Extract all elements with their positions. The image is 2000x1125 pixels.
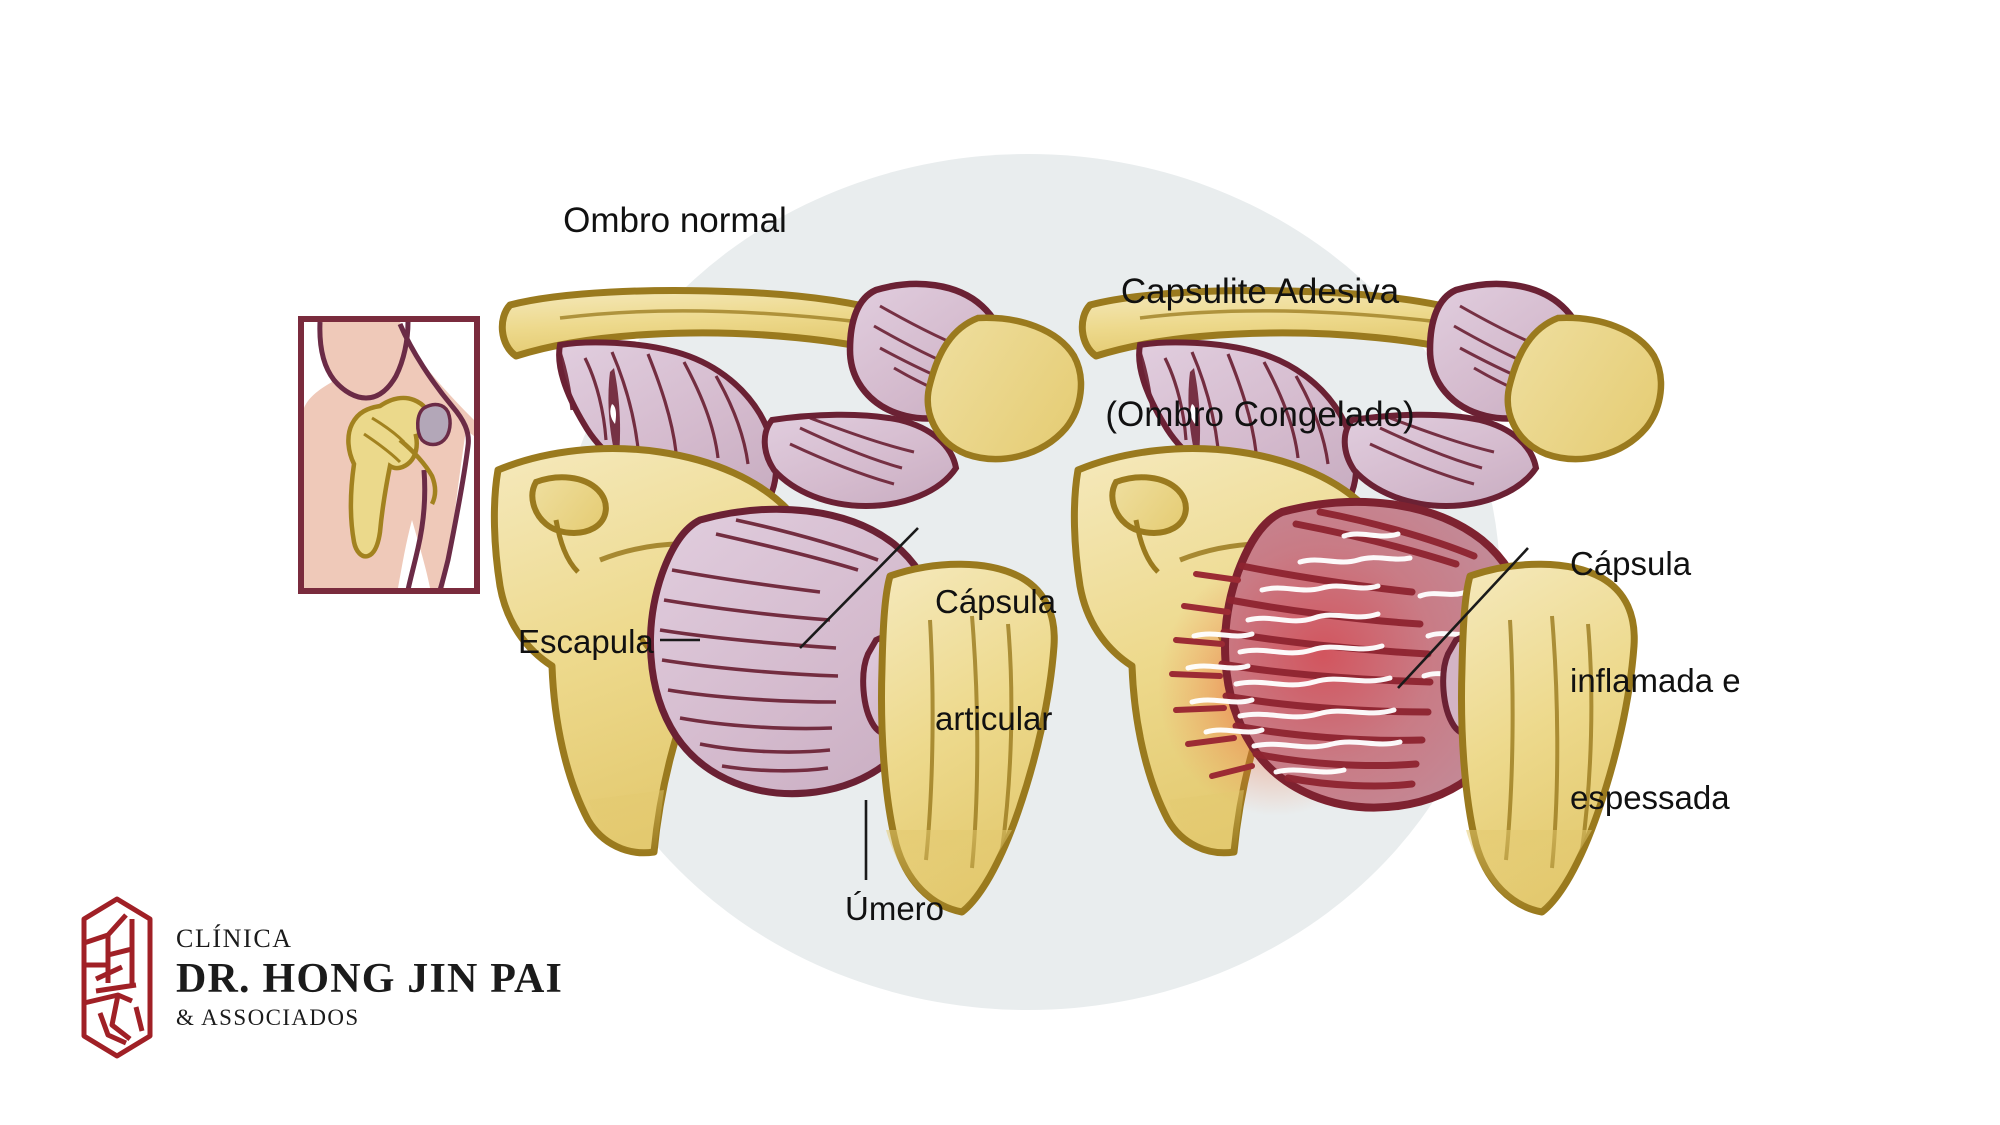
inset-humeral-head xyxy=(416,402,452,447)
leader-capsula-articular xyxy=(799,527,919,649)
frozen-shoulder-illustration xyxy=(1070,280,1665,916)
label-capsula-articular-line2: articular xyxy=(935,699,1053,737)
label-capsula-articular: Cápsula articular xyxy=(935,505,1056,817)
superior-ligament-band-frozen xyxy=(1341,411,1540,510)
panel-title-frozen-line1: Capsulite Adesiva xyxy=(1120,271,1400,311)
clinic-logo[interactable]: CLÍNICA DR. HONG JIN PAI & ASSOCIADOS xyxy=(78,895,563,1060)
coracoid-process-frozen xyxy=(1109,474,1189,536)
panel-title-frozen-line2: (Ombro Congelado) xyxy=(1105,395,1415,435)
arm-outline xyxy=(397,323,471,588)
arm-inner-outline xyxy=(405,469,428,588)
label-capsula-inflamada-line3: espessada xyxy=(1570,778,1730,816)
panel-title-normal: Ombro normal xyxy=(563,201,787,240)
label-capsula-inflamada-line2: inflamada e xyxy=(1570,661,1741,699)
torso-bottom-void xyxy=(398,520,430,588)
torso-right-void xyxy=(400,322,474,420)
proximal-humerus-shaft-frozen xyxy=(1504,314,1665,463)
leader-lines xyxy=(660,527,1529,880)
panel-title-frozen: Capsulite Adesiva (Ombro Congelado) xyxy=(1045,188,1475,518)
neck-outline xyxy=(317,322,411,401)
superior-ligament-band xyxy=(761,411,960,510)
label-escapula: Escapula xyxy=(518,623,654,660)
torso-left-void xyxy=(304,322,332,408)
hexagonal-seal-icon xyxy=(81,896,153,1059)
label-capsula-inflamada: Cápsula inflamada e espessada xyxy=(1570,467,1741,895)
coracoid-process xyxy=(529,474,609,536)
logo-line-clinica: CLÍNICA xyxy=(176,924,293,953)
logo-line-associados: & ASSOCIADOS xyxy=(176,1005,360,1030)
leader-capsula-inflamada xyxy=(1397,547,1529,689)
normal-shoulder-illustration xyxy=(490,280,1085,916)
proximal-humerus-shaft xyxy=(924,314,1085,463)
label-umero: Úmero xyxy=(845,890,945,927)
label-capsula-inflamada-line1: Cápsula xyxy=(1570,544,1692,582)
label-capsula-articular-line1: Cápsula xyxy=(935,582,1057,620)
logo-line-name: DR. HONG JIN PAI xyxy=(176,956,564,1002)
